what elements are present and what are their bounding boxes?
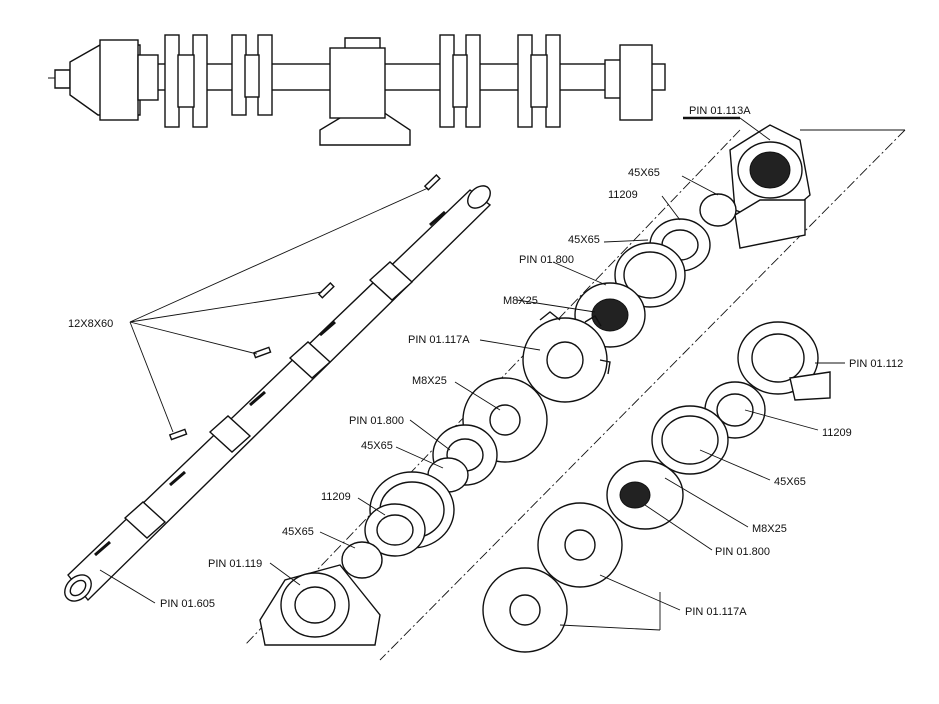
assembled-shaft-view — [48, 34, 666, 146]
label-pin-01-800-top: PIN 01.800 — [519, 254, 574, 266]
label-45x65-second: 45X65 — [568, 234, 600, 246]
label-pin-01-119: PIN 01.119 — [208, 558, 262, 570]
label-m8x25-mid: M8X25 — [412, 375, 447, 387]
label-45x65-mid: 45X65 — [361, 440, 393, 452]
keys — [168, 174, 441, 441]
label-pin-01-800-right: PIN 01.800 — [715, 546, 770, 558]
label-12x8x60: 12X8X60 — [68, 318, 113, 330]
label-pin-01-117a-right: PIN 01.117A — [685, 606, 747, 618]
label-45x65-right: 45X65 — [774, 476, 806, 488]
label-11209-top: 11209 — [608, 189, 638, 201]
label-m8x25-top: M8X25 — [503, 295, 538, 307]
label-11209-left: 11209 — [321, 491, 351, 503]
label-pin-01-113a: PIN 01.113A — [689, 105, 751, 117]
exploded-right-parts — [482, 321, 831, 653]
label-11209-right: 11209 — [822, 427, 852, 439]
exploded-left-parts — [259, 124, 811, 646]
label-45x65-low: 45X65 — [282, 526, 314, 538]
label-pin-01-117a-left: PIN 01.117A — [408, 334, 470, 346]
label-pin-01-605: PIN 01.605 — [160, 598, 215, 610]
key-leaders — [129, 187, 429, 433]
label-m8x25-right: M8X25 — [752, 523, 787, 535]
label-pin-01-112: PIN 01.112 — [849, 358, 903, 370]
long-shaft — [64, 185, 492, 602]
label-45x65-top: 45X65 — [628, 167, 660, 179]
label-pin-01-800-mid: PIN 01.800 — [349, 415, 404, 427]
callout-labels: PIN 01.113A 45X65 11209 45X65 PIN 01.800… — [68, 105, 903, 618]
axis-lines — [244, 129, 906, 661]
leader-lines — [99, 116, 845, 631]
